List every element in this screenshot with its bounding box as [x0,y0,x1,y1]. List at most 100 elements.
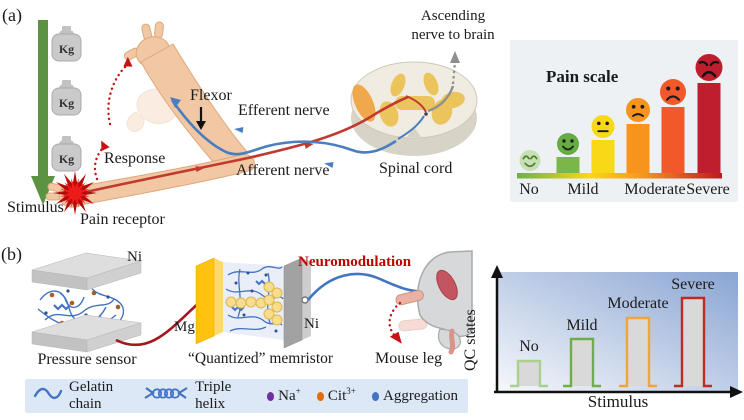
panel-b-illustration [31,250,473,355]
neuromodulation-label: Neuromodulation [298,254,412,270]
weight-icon: Kg [51,80,82,116]
qc-axes [494,276,732,394]
pain-face-features [698,60,720,78]
pain-tick-no: No [519,181,539,198]
ascending-nerve-line [427,51,460,113]
pain-bar [591,140,615,173]
efferent-nerve-line [170,97,428,168]
na-ion-dot [266,391,275,401]
panel-b-label: (b) [1,244,22,264]
memristor-ions [234,271,278,333]
aggregation-clusters [225,281,283,326]
pain-face-features [597,121,609,133]
weight-icon: Kg [51,136,82,172]
weight-label: Kg [59,152,74,166]
legend-helix-label: Triple helix [195,379,232,412]
response-arrowhead [101,140,110,152]
stimulus-label: Stimulus [7,199,64,216]
leg-motion-arrow [388,301,402,339]
qc-pulse-fill [627,318,649,386]
pain-receptor-label: Pain receptor [80,211,165,228]
input-wire [115,298,204,347]
pain-scale-baseline [517,173,722,179]
pain-bar [661,107,685,173]
qc-pulse-outline [510,359,548,388]
mouse-tail [448,328,456,355]
pain-face-icon [591,115,615,138]
pain-tick-moderate: Moderate [624,181,686,198]
response-arrowhead [123,56,133,67]
pain-scale-title: Pain scale [546,67,619,86]
pain-face-icon [626,98,650,122]
sensor-ni-label: Ni [127,249,142,265]
pain-scale-panel: Pain scale No Mild Moderate Severe [510,40,738,202]
qc-label-mild: Mild [566,317,598,334]
spinal-cord-label: Spinal cord [379,160,453,177]
qc-x-axis-label: Stimulus [587,392,649,411]
qc-chart [491,265,743,398]
weight-label: Kg [59,42,74,56]
qc-label-severe: Severe [671,276,715,293]
efferent-nerve-label: Efferent nerve [238,102,330,119]
pain-face-icon [557,133,579,155]
mg-electrode-label: Mg [174,319,195,335]
stimulus-arrow [31,20,55,205]
qc-pulse-fill [518,361,540,386]
pain-face-features [562,139,574,151]
ascending-nerve-label-line1: Ascending [420,8,486,24]
leg-motion-arrowhead [389,331,402,344]
ascending-nerve-label: Ascending nerve to brain [400,7,506,45]
ascending-nerve-label-line2: nerve to brain [411,27,495,43]
response-arrows [93,64,128,181]
pain-face-icon [519,150,541,171]
legend-strip: Gelatin chain Triple helix Na+ Cit3+ Agg… [25,379,468,413]
pain-tick-severe: Severe [686,181,730,198]
pressure-sensor-label: Pressure sensor [37,351,137,368]
qc-x-axis-arrowhead [730,386,743,398]
mg-electrode [195,257,223,345]
triple-helix-icon [143,385,189,407]
qc-label-no: No [519,338,539,355]
gelatin-chain-icon [33,386,63,406]
qc-pulse-fill [571,339,593,386]
mouse-leg-label: Mouse leg [375,350,443,367]
mouse-graphic [388,250,473,355]
mouse-paw-ghost [398,318,428,332]
weight-icon: Kg [51,26,82,62]
pain-face-features [522,155,538,168]
response-label: Response [104,150,166,167]
legend-na-label: Na+ [278,385,301,404]
qc-y-axis-arrowhead [491,265,503,278]
qc-pulse-outline [674,296,712,388]
weight-label: Kg [59,96,74,110]
afferent-nerve-label: Afferent nerve [236,162,330,179]
pain-face-features [631,104,645,117]
output-wire [306,272,427,301]
pain-bar [697,83,721,173]
aggregation-dot [371,391,380,401]
pain-tick-mild: Mild [567,181,599,198]
pain-flash-icon [60,178,90,208]
qc-pulse-outline [563,337,601,388]
wire-terminal [301,296,309,304]
qc-pulse-fill [682,298,704,386]
legend-aggregation-label: Aggregation [383,387,458,404]
memristor-label: “Quantized” memristor [188,350,334,367]
pressure-sensor-graphic [31,252,142,353]
panel-a-illustration: Kg Kg Kg [31,20,478,215]
withdrawn-arm [123,21,248,173]
qc-pulse-outline [619,316,657,388]
mouse-paw [395,289,424,306]
sensor-top-electrode [31,252,142,291]
pain-bar [556,157,580,173]
cit-ion-dot [316,391,324,401]
dorsal-root-ganglion [352,84,376,122]
afferent-nerve-line [85,95,427,194]
legend-gelatin-label: Gelatin chain [69,379,114,412]
spinal-cord-graphic [350,61,478,156]
pain-scale-chart [517,54,723,179]
pain-bar [626,124,650,173]
panel-a-label: (a) [2,5,22,25]
ni-electrode-label: Ni [304,316,319,332]
